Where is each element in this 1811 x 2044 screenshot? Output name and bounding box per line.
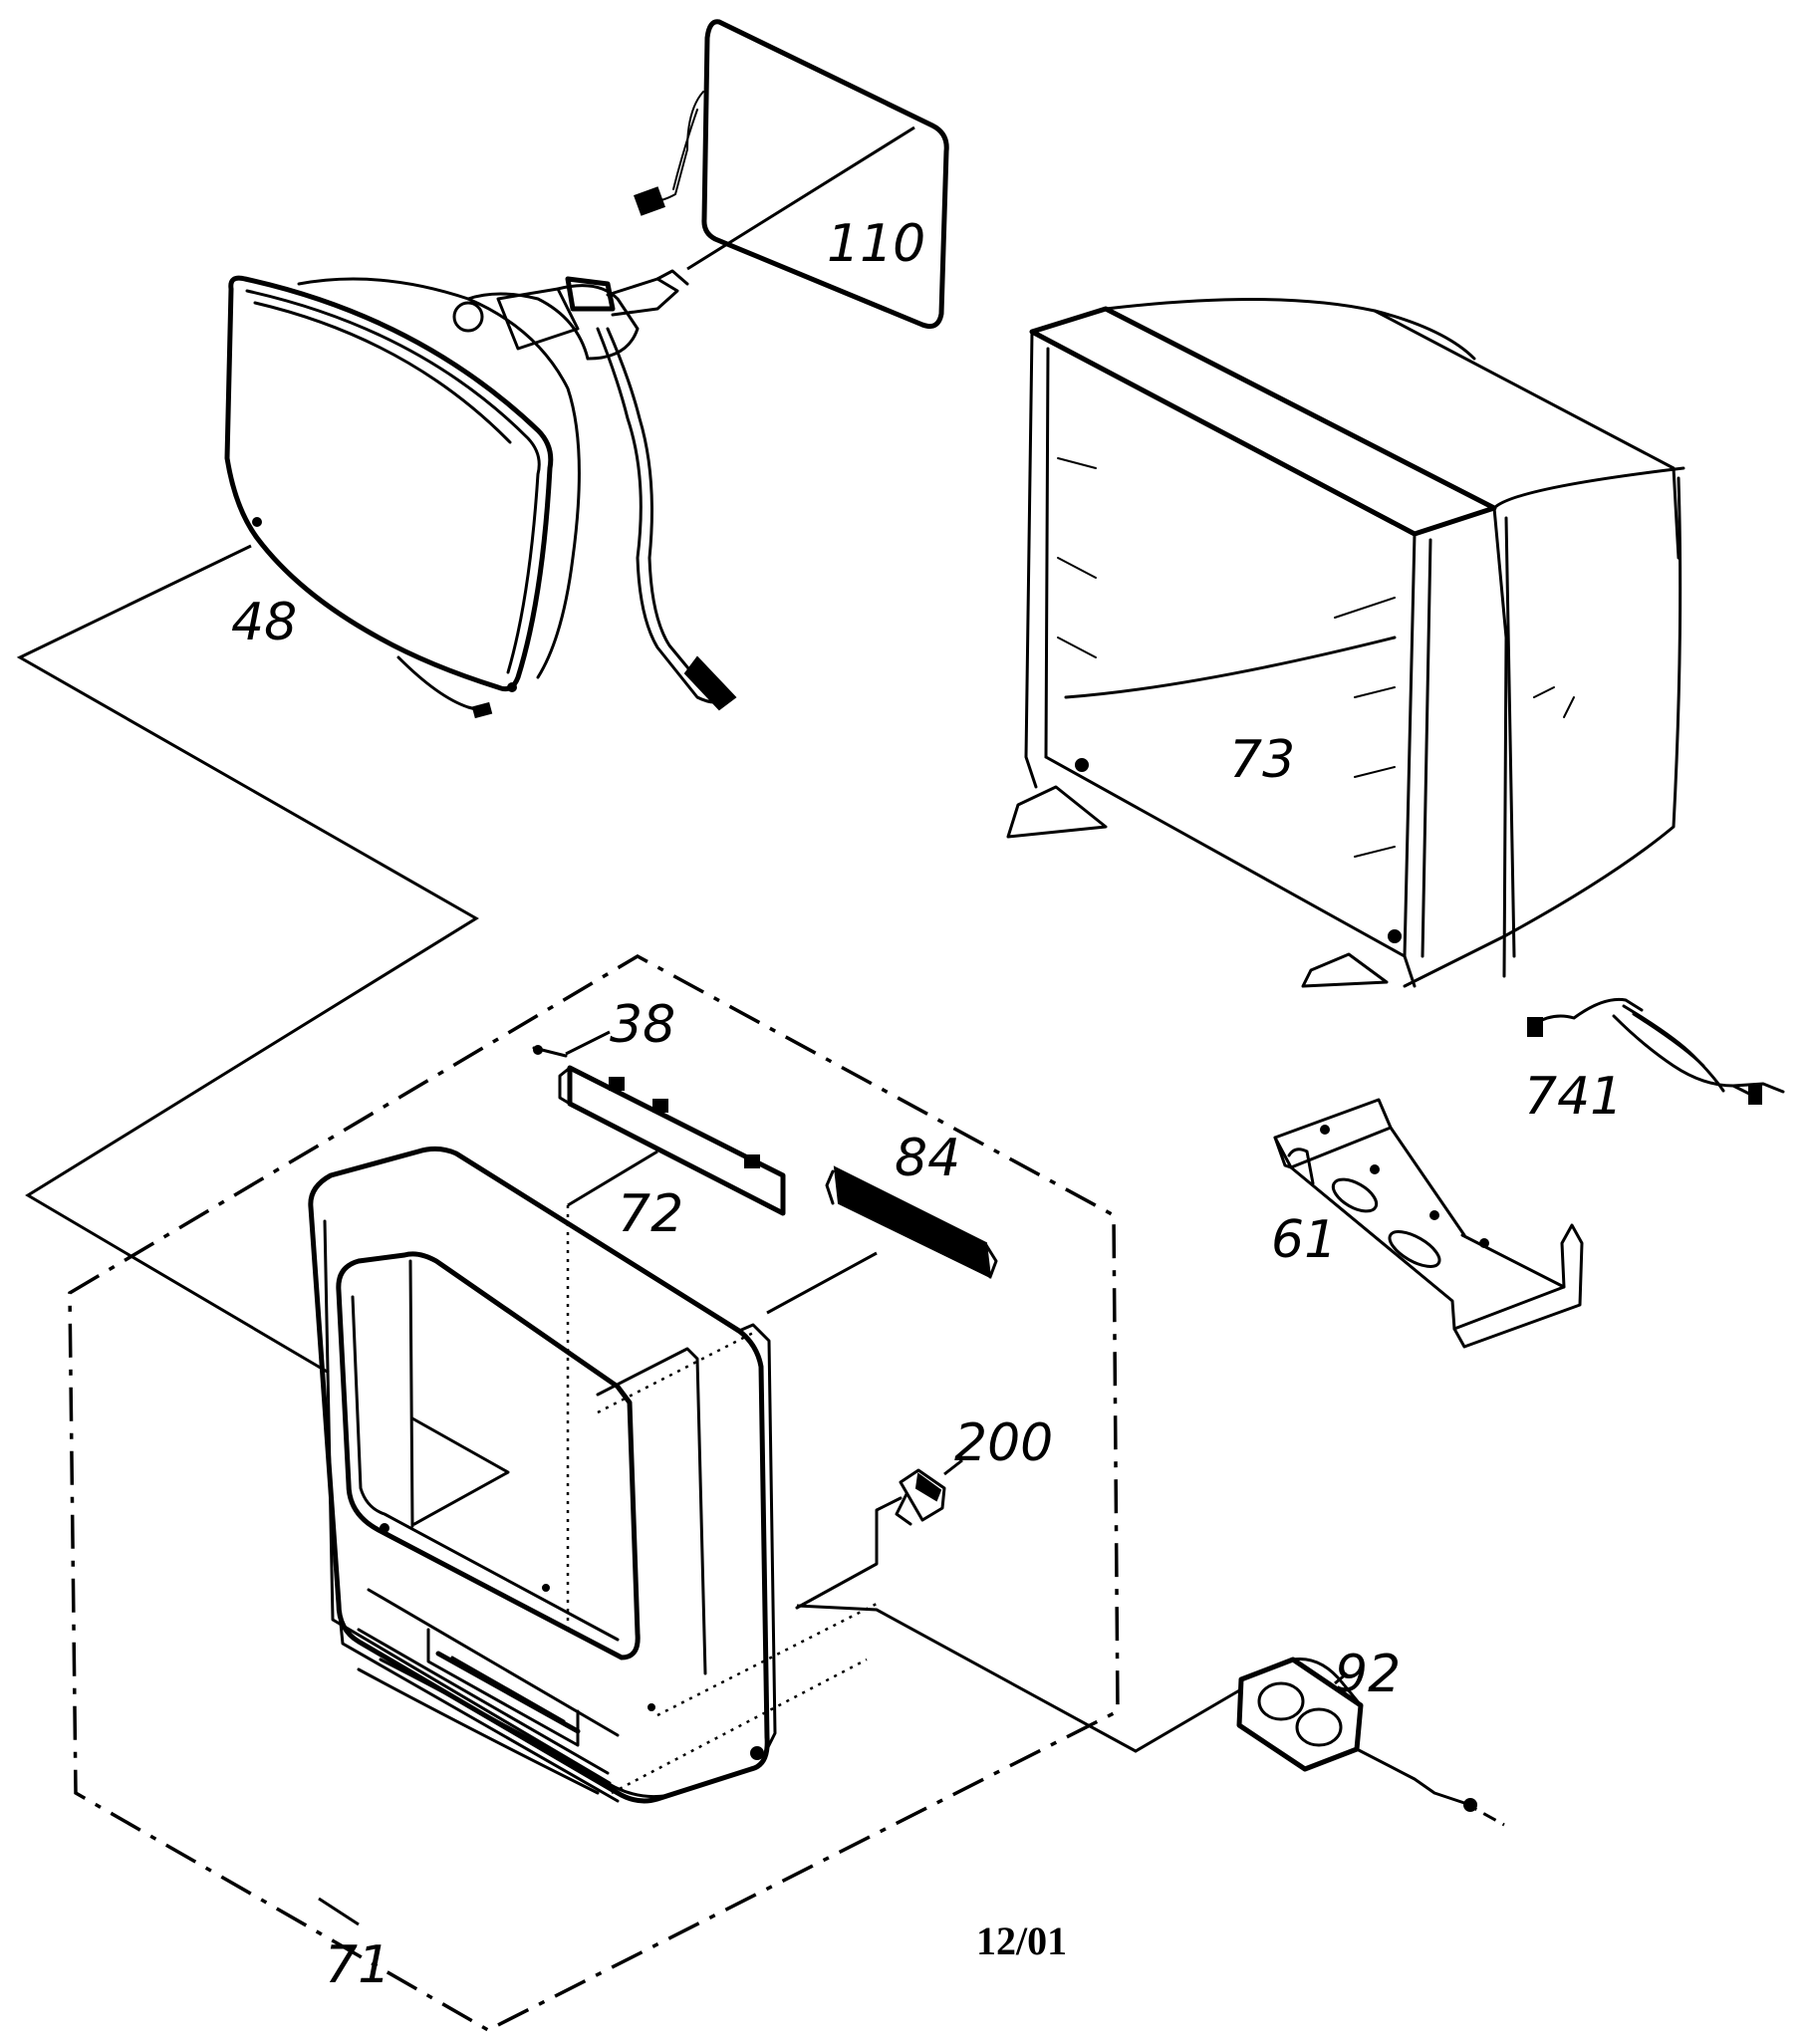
leader-71	[318, 1897, 360, 1926]
part-61-mounting-bracket	[1273, 1098, 1584, 1349]
part-741-power-cord	[1527, 997, 1785, 1105]
part-73-back-cabinet	[1006, 297, 1685, 988]
callout-61: 61	[1271, 1210, 1337, 1270]
callout-84: 84	[895, 1129, 960, 1188]
callout-72: 72	[618, 1184, 683, 1244]
footer-date: 12/01	[976, 1918, 1067, 1963]
part-38-screw	[532, 1030, 611, 1058]
part-71-front-cabinet	[308, 1146, 882, 1804]
callout-71: 71	[325, 1935, 390, 1995]
callout-92: 92	[1335, 1645, 1401, 1704]
leader-48	[16, 544, 479, 1375]
part-72-control-pcb	[558, 1065, 786, 1634]
callout-110: 110	[827, 214, 925, 274]
callout-48: 48	[231, 593, 297, 652]
part-92-speaker	[796, 1604, 1505, 1827]
assembly-71-boundary	[68, 953, 1120, 2032]
callout-741: 741	[1524, 1067, 1623, 1127]
part-48-picture-tube	[224, 269, 737, 719]
part-84-button-assembly	[766, 1165, 998, 1315]
callout-73: 73	[1229, 730, 1295, 790]
callout-200: 200	[954, 1413, 1053, 1473]
part-110-circuit-board	[634, 19, 949, 330]
part-200-connector	[795, 1458, 963, 1610]
callout-38: 38	[610, 995, 675, 1055]
